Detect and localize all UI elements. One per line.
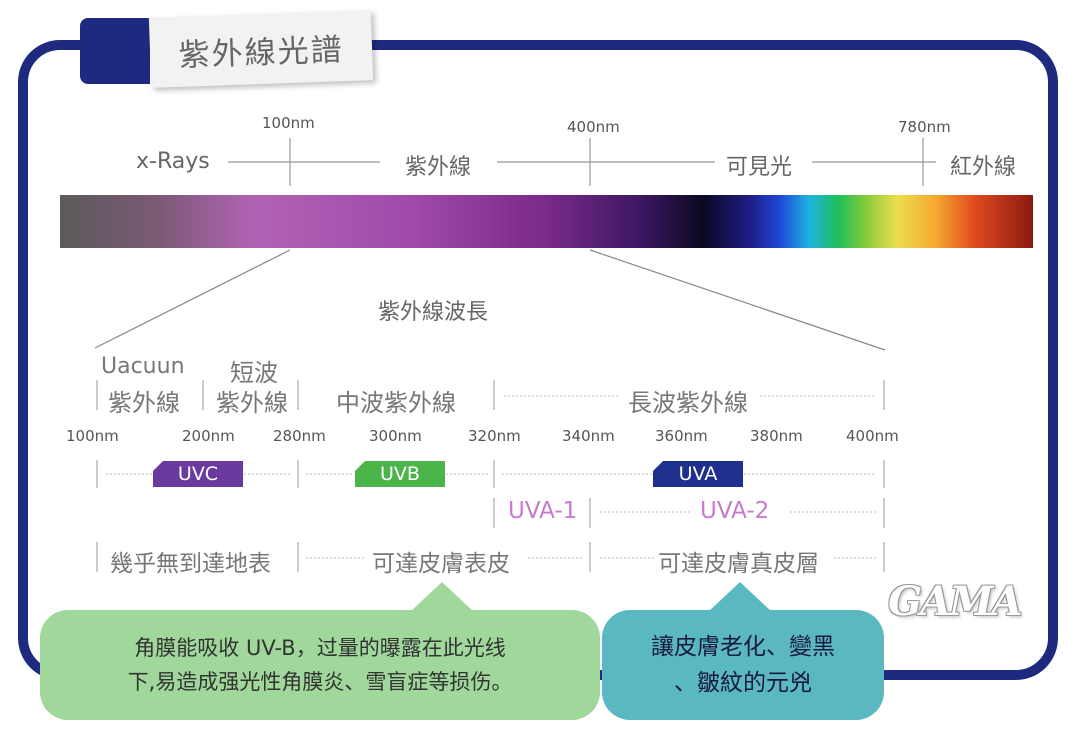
wl-400: 400nm [846,427,899,445]
effect-uva: 可達皮膚真皮層 [658,551,819,577]
band-uvc-fold [153,461,163,471]
region-visible: 可見光 [726,155,793,180]
title-tab [80,18,150,84]
region-infrared: 紅外線 [950,155,1017,180]
uvb-effect-bubble: 角膜能吸收 UV-B，过量的曝露在此光线 下,易造成强光性角膜炎、雪盲症等损伤。 [40,610,600,720]
effect-uvb: 可達皮膚表皮 [372,551,510,577]
category-vacuum-line2: 紫外線 [108,389,180,417]
wl-340: 340nm [562,427,615,445]
region-xrays: x-Rays [136,149,210,174]
effect-uvc: 幾乎無到達地表 [110,551,271,577]
wl-360: 360nm [655,427,708,445]
wl-380: 380nm [750,427,803,445]
band-uvc: UVC [153,461,243,487]
uvb-bubble-line2: 下,易造成强光性角膜炎、雪盲症等损伤。 [127,670,513,694]
wl-280: 280nm [273,427,326,445]
uva-bubble-line2: 、皺紋的元兇 [674,670,812,696]
wl-320: 320nm [468,427,521,445]
band-uvb-fold [355,461,365,471]
uva-effect-bubble: 讓皮膚老化、變黑 、皺紋的元兇 [602,610,884,720]
wl-100: 100nm [66,427,119,445]
band-uva2: UVA-2 [700,498,770,524]
uva-bubble-line1: 讓皮膚老化、變黑 [651,634,835,660]
uvb-bubble-line1: 角膜能吸收 UV-B，过量的曝露在此光线 [134,636,506,660]
band-uva: UVA [653,461,743,487]
gama-logo: GAMA [888,578,1023,625]
category-vacuum-line1: Uacuun [101,354,185,379]
band-uva-fold [653,461,663,471]
tick-780nm: 780nm [898,118,951,136]
region-uv: 紫外線 [405,155,472,180]
band-uvb: UVB [355,461,445,487]
category-short-line1: 短波 [230,359,278,387]
spectrum-bar [60,195,1033,248]
category-long: 長波紫外線 [628,389,748,417]
wl-300: 300nm [369,427,422,445]
uv-wavelength-label: 紫外線波長 [378,300,489,325]
tick-100nm: 100nm [262,114,315,132]
tick-400nm: 400nm [567,118,620,136]
category-medium: 中波紫外線 [336,389,456,417]
diagram-frame [18,40,1058,680]
category-short-line2: 紫外線 [216,389,288,417]
band-uva1: UVA-1 [508,498,578,524]
wl-200: 200nm [182,427,235,445]
